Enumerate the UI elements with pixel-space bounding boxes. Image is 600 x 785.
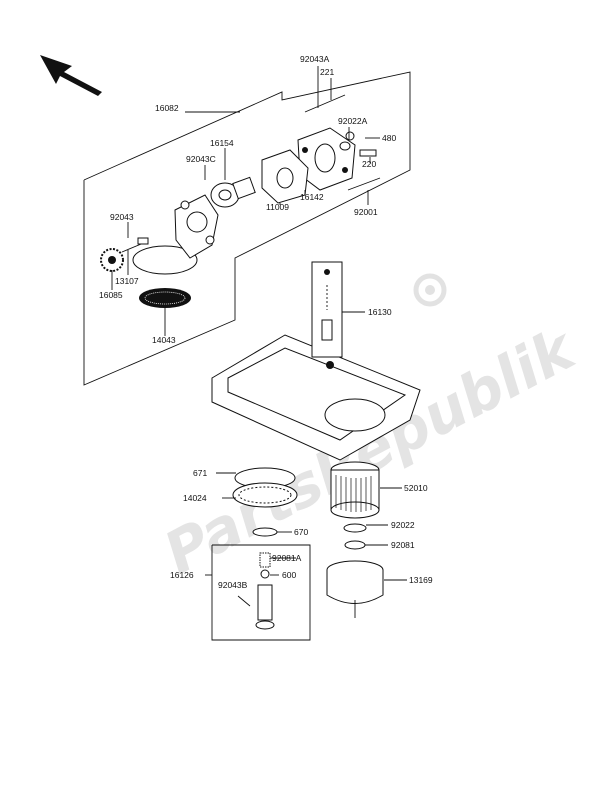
label-92043C: 92043C (186, 154, 216, 164)
label-671: 671 (193, 468, 207, 478)
o-ring-670 (252, 527, 278, 537)
shaft-pin (137, 237, 149, 245)
label-480: 480 (382, 133, 396, 143)
washer-92022 (343, 523, 367, 533)
leader-lines (111, 66, 407, 581)
label-16085: 16085 (99, 290, 123, 300)
label-13107: 13107 (115, 276, 139, 286)
label-92043: 92043 (110, 212, 134, 222)
label-92081A: 92081A (272, 553, 302, 563)
oil-pan (211, 334, 421, 461)
watermark-text: PartsRepublik (153, 313, 588, 587)
label-92001: 92001 (354, 207, 378, 217)
label-16130: 16130 (368, 307, 392, 317)
washer-92022A (339, 141, 351, 151)
pump-rotors (210, 176, 256, 208)
gear-icon (413, 273, 447, 307)
oil-screen (139, 288, 191, 308)
label-13169: 13169 (409, 575, 433, 585)
label-92043A: 92043A (300, 54, 330, 64)
label-11009: 11009 (266, 202, 289, 212)
relief-valve-box (311, 261, 343, 358)
label-670: 670 (294, 527, 308, 537)
part-labels: 92043A 221 16082 92022A 480 16154 92043C… (99, 54, 433, 590)
oil-pump-body (132, 194, 219, 275)
label-16126: 16126 (170, 570, 194, 580)
label-14024: 14024 (183, 493, 207, 503)
bolt-221 (304, 94, 346, 113)
label-14043: 14043 (152, 335, 176, 345)
bolt-92001 (347, 177, 381, 191)
label-52010: 52010 (404, 483, 428, 493)
label-16082: 16082 (155, 103, 179, 113)
spring-92081 (344, 540, 366, 550)
label-92022A: 92022A (338, 116, 368, 126)
label-220: 220 (362, 159, 376, 169)
label-16142: 16142 (300, 192, 324, 202)
label-92081: 92081 (391, 540, 415, 550)
label-92022: 92022 (391, 520, 415, 530)
pump-assembly-boundary (83, 71, 411, 386)
label-16154: 16154 (210, 138, 234, 148)
ring-480 (345, 131, 355, 141)
bolt-220 (359, 149, 377, 157)
filter-cup-13169 (326, 560, 384, 604)
label-92043B: 92043B (218, 580, 248, 590)
front-direction-arrow-icon (40, 55, 102, 96)
label-221: 221 (320, 67, 334, 77)
oil-filter (330, 461, 380, 519)
bypass-valve-box (211, 544, 311, 641)
label-600: 600 (282, 570, 296, 580)
filter-cover-14024 (232, 467, 298, 508)
pump-sprocket (100, 248, 124, 272)
